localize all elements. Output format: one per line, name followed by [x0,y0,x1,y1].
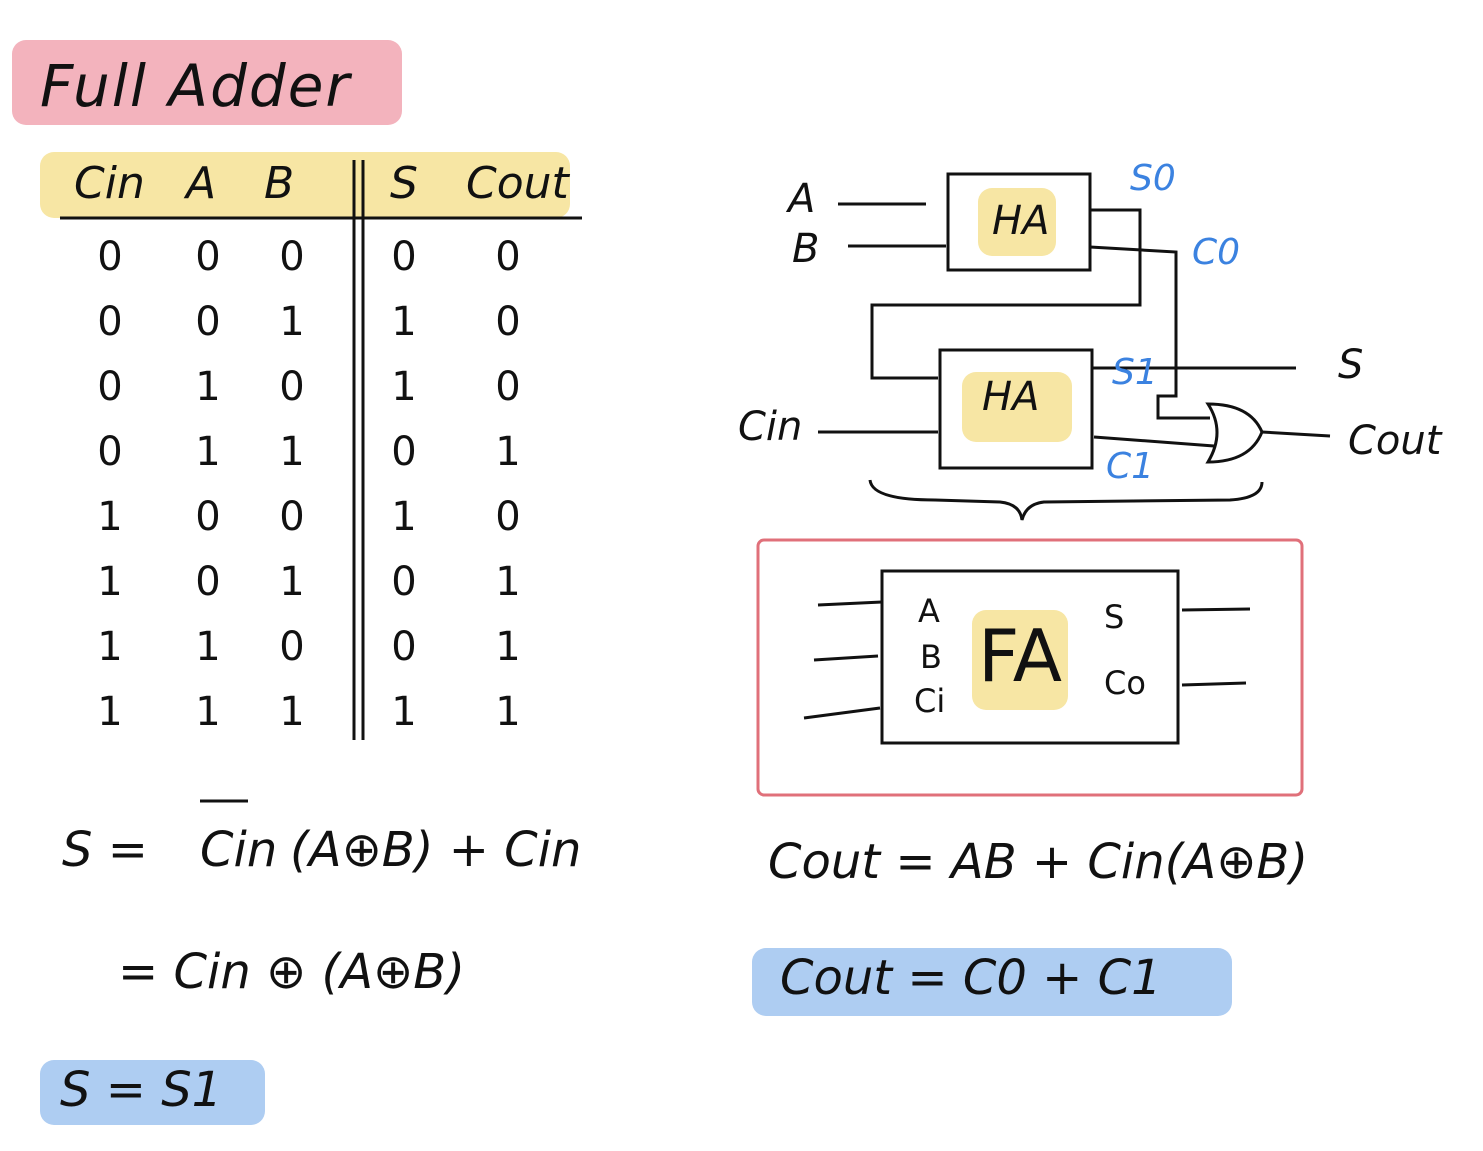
cell-a: 0 [195,559,221,605]
fa-box [880,569,1180,745]
eq-s-rest: (A⊕B) + Cin [290,822,582,878]
cell-cout: 0 [495,234,521,280]
fa-frame [756,538,1304,797]
fa-wire-ci [803,706,881,720]
cell-cin: 0 [97,299,123,345]
cell-a: 1 [195,689,221,735]
ha-top-box [946,172,1092,272]
grouping-brace [868,479,1264,521]
label-s1: S1 [1112,352,1158,393]
cell-s: 0 [391,559,417,605]
label-input-b: B [792,226,820,272]
cell-cout: 1 [495,689,521,735]
cell-cin: 1 [97,624,123,670]
eq-cout-line1: Cout = AB + Cin(A⊕B) [768,834,1309,890]
header-highlight [40,152,570,218]
header-cin: Cin [74,158,145,209]
cell-cout: 0 [495,364,521,410]
cell-b: 1 [279,299,305,345]
title-highlight [12,40,402,125]
s-final-highlight [40,1060,265,1125]
eq-s-cin-bar: Cin [200,822,278,878]
wire-c1 [1093,435,1215,448]
cell-cin: 1 [97,559,123,605]
cell-s: 0 [391,429,417,475]
fa-label: FA [978,614,1063,698]
cell-cin: 1 [97,689,123,735]
cell-s: 1 [391,689,417,735]
wire-s0 [870,208,1142,380]
cell-b: 1 [279,559,305,605]
cell-cout: 0 [495,494,521,540]
cell-a: 1 [195,624,221,670]
wire-c0 [1089,245,1210,420]
ha-bottom-box [938,348,1094,470]
or-gate [1205,402,1264,464]
cell-cout: 1 [495,559,521,605]
cell-s: 1 [391,494,417,540]
label-out-cout: Cout [1348,418,1442,464]
header-b: B [264,158,295,209]
fa-in-ci: Ci [914,682,946,720]
fa-wire-a [817,600,883,607]
cell-b: 0 [279,494,305,540]
eq-s-final: S = S1 [60,1062,223,1118]
cell-s: 0 [391,624,417,670]
cell-b: 0 [279,364,305,410]
cell-a: 1 [195,364,221,410]
fa-out-co: Co [1104,664,1146,702]
cell-s: 1 [391,299,417,345]
ha-top-label: HA [992,198,1050,244]
cell-b: 0 [279,624,305,670]
cell-b: 0 [279,234,305,280]
cell-b: 1 [279,429,305,475]
fa-in-a: A [918,592,940,630]
cell-a: 0 [195,234,221,280]
fa-in-b: B [920,638,942,676]
label-c1: C1 [1106,446,1155,487]
eq-s-lhs: S = [62,822,148,878]
cell-s: 0 [391,234,417,280]
cell-cout: 0 [495,299,521,345]
cell-cout: 1 [495,624,521,670]
page-title: Full Adder [40,52,352,120]
header-cout: Cout [466,158,569,209]
wire-cout [1261,430,1331,438]
cout-final-highlight [752,948,1232,1016]
cell-cin: 0 [97,429,123,475]
cell-cout: 1 [495,429,521,475]
ha-bottom-label: HA [982,374,1040,420]
cell-b: 1 [279,689,305,735]
cell-a: 0 [195,299,221,345]
fa-out-s: S [1104,598,1125,636]
eq-cout-final: Cout = C0 + C1 [780,950,1162,1006]
cell-a: 0 [195,494,221,540]
label-c0: C0 [1192,232,1241,273]
label-input-a: A [788,176,816,222]
header-s: S [390,158,418,209]
cell-s: 1 [391,364,417,410]
fa-wire-b [813,654,879,662]
ha-bottom-highlight [962,372,1072,442]
eq-s-line2: = Cin ⊕ (A⊕B) [118,944,465,1000]
cell-a: 1 [195,429,221,475]
label-s0: S0 [1130,158,1176,199]
cell-cin: 0 [97,234,123,280]
cell-cin: 0 [97,364,123,410]
fa-wire-s [1181,607,1251,612]
cell-cin: 1 [97,494,123,540]
header-a: A [186,158,217,209]
label-input-cin: Cin [738,404,803,450]
fa-wire-co [1181,681,1247,687]
fa-highlight [972,610,1068,710]
ha-top-highlight [978,188,1056,256]
label-out-s: S [1338,342,1364,388]
